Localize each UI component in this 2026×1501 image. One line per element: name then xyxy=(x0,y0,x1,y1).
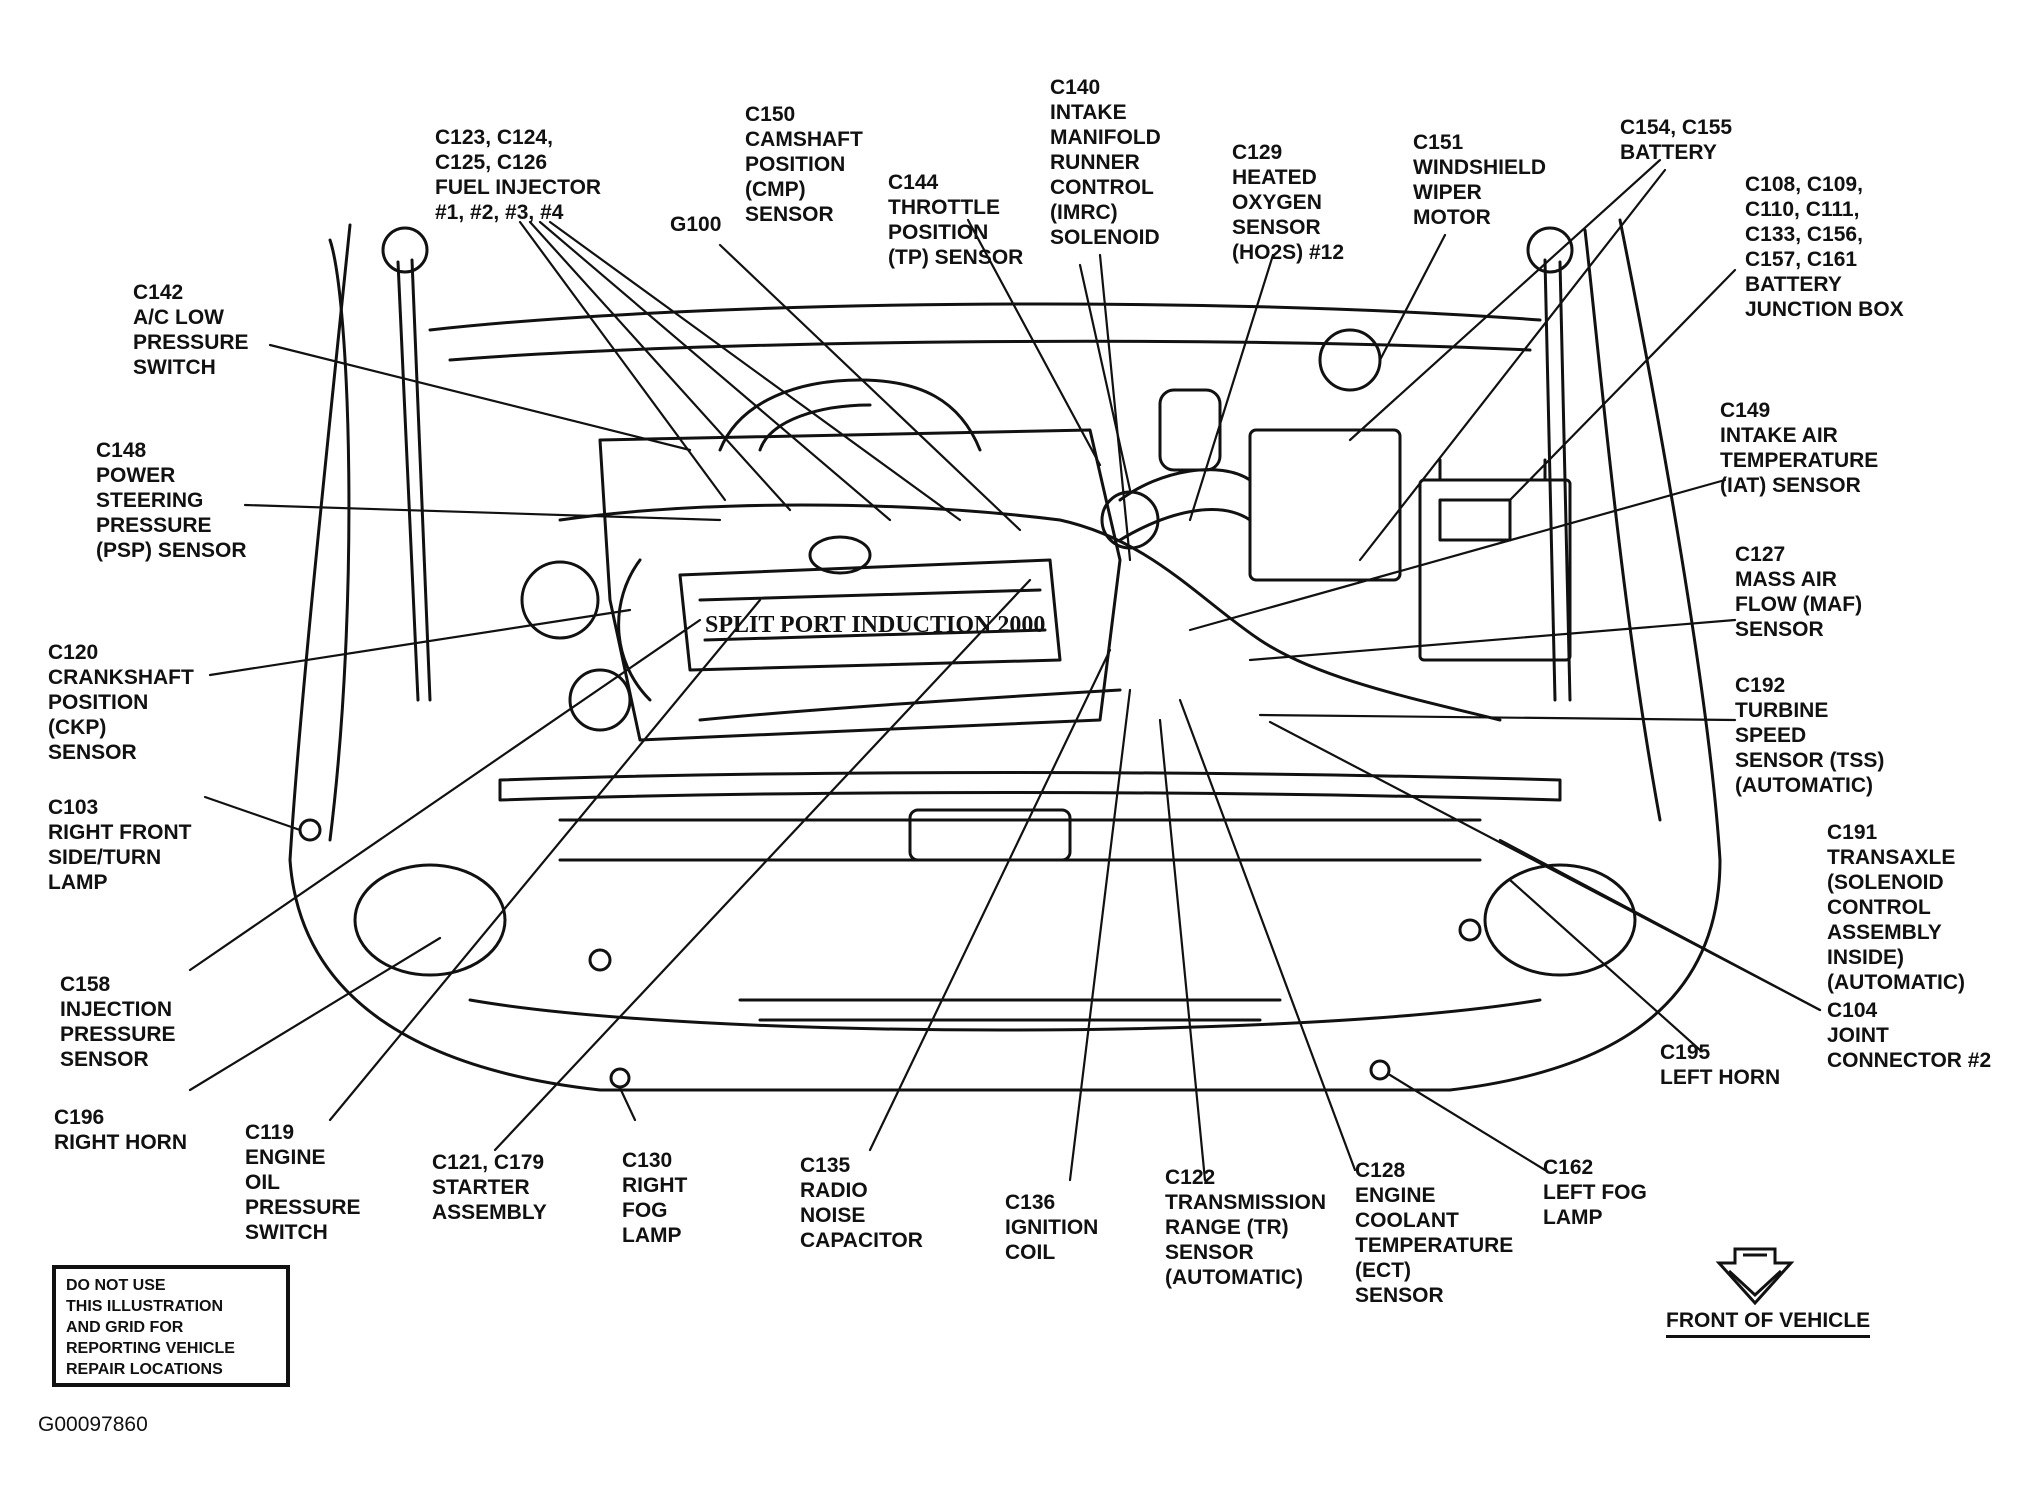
harness-main xyxy=(558,503,1502,722)
label-g100: G100 xyxy=(670,213,722,236)
engine-block xyxy=(598,428,1122,742)
fog-right xyxy=(609,1067,631,1089)
firewall-lower xyxy=(448,339,1532,362)
inner-fender-left xyxy=(328,238,351,842)
battery-terminals xyxy=(1438,458,1547,482)
horn-left xyxy=(1458,918,1482,942)
air-duct xyxy=(1118,468,1252,542)
figure-id: G00097860 xyxy=(38,1413,148,1436)
pulley xyxy=(568,668,632,732)
alternator xyxy=(520,560,600,640)
brake-master xyxy=(1318,328,1382,392)
intake-runners xyxy=(718,378,982,452)
strut-top-right xyxy=(1526,226,1574,274)
hood-latch xyxy=(908,808,1072,862)
junction-box xyxy=(1438,498,1512,542)
oil-cap xyxy=(808,535,872,575)
label-c108-junction-box: C108, C109,C110, C111,C133, C156,C157, C… xyxy=(1745,173,1904,321)
body-outline xyxy=(288,218,1722,1092)
headlamp-left xyxy=(1483,863,1637,977)
front-arrow-icon xyxy=(1715,1247,1795,1306)
strut-top-left xyxy=(381,226,429,274)
hood-strut-left xyxy=(396,258,432,702)
horn-right xyxy=(588,948,612,972)
battery xyxy=(1418,478,1572,662)
pulley-area xyxy=(617,558,652,702)
inner-fender-right xyxy=(1583,228,1662,822)
harness-2 xyxy=(698,688,1122,722)
radiator-support xyxy=(498,771,1562,802)
bumper xyxy=(468,998,1542,1032)
firewall xyxy=(428,302,1542,332)
grille xyxy=(738,998,1282,1022)
valve-cover xyxy=(678,558,1062,672)
valve-cover-ribs xyxy=(698,588,1047,642)
fog-left xyxy=(1369,1059,1391,1081)
disclaimer-box: DO NOT USE THIS ILLUSTRATION AND GRID FO… xyxy=(52,1265,290,1387)
side-lamp xyxy=(298,818,322,842)
reservoir xyxy=(1158,388,1222,472)
headlamp-right xyxy=(353,863,507,977)
front-of-vehicle-label: FRONT OF VEHICLE xyxy=(1666,1309,1871,1338)
engine-plate-text: SPLIT PORT INDUCTION 2000 xyxy=(705,612,1045,638)
air-cleaner-box xyxy=(1248,428,1402,582)
